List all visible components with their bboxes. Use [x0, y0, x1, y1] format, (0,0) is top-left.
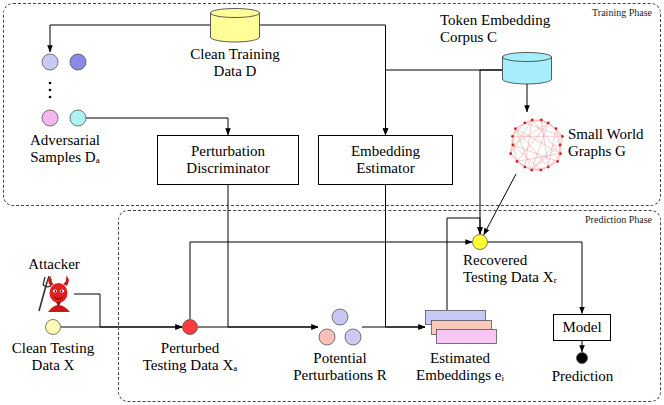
data-node: Potential Perturbations R — [290, 306, 390, 388]
graph-icon — [508, 112, 565, 178]
node-label: Recovered Testing Data Xᵣ — [463, 252, 567, 286]
node-label: Attacker — [14, 256, 94, 273]
connector — [527, 84, 528, 112]
connector — [386, 70, 503, 135]
data-node: Prediction — [545, 352, 620, 394]
node-label: Perturbation Discriminator — [178, 143, 278, 177]
node-label: Estimated Embeddings eᵢ — [410, 350, 510, 384]
data-node: Token Embedding Corpus C — [440, 12, 570, 86]
connector — [190, 242, 472, 319]
node-label: Perturbed Testing Data Xₐ — [139, 340, 241, 374]
connector — [260, 25, 386, 135]
data-node: Clean Training Data D — [180, 6, 290, 84]
connector — [582, 341, 583, 353]
connector — [484, 174, 516, 235]
data-node: Clean Testing Data X — [5, 318, 101, 388]
stack-icon — [425, 310, 497, 344]
process-box: Embedding Estimator — [318, 135, 453, 185]
phase-region: Training PhaseClean Training Data D Adver… — [3, 3, 661, 206]
circY2-icon — [472, 234, 488, 250]
connector — [74, 294, 182, 327]
cylY-icon — [210, 8, 260, 42]
circY-icon — [45, 319, 61, 335]
node-label: Potential Perturbations R — [290, 350, 390, 384]
phase-region: Prediction PhasePerturbed Testing Data X… — [118, 210, 661, 402]
process-box: Model — [553, 314, 611, 341]
data-node: Small World Graphs G — [506, 110, 658, 182]
connector — [61, 327, 182, 328]
dots-icon — [40, 52, 90, 128]
connector — [50, 25, 210, 52]
node-label: Clean Testing Data X — [5, 340, 101, 374]
process-box: Perturbation Discriminator — [157, 135, 299, 185]
node-label: Embedding Estimator — [336, 143, 436, 177]
three-icon — [318, 307, 362, 347]
data-node: Estimated Embeddings eᵢ — [410, 306, 510, 388]
node-label: Clean Training Data D — [180, 46, 290, 80]
region-label: Training Phase — [592, 7, 652, 19]
circR-icon — [182, 319, 198, 335]
node-label: Prediction — [545, 368, 620, 385]
region-label: Prediction Phase — [585, 214, 652, 226]
node-label: Small World Graphs G — [568, 126, 656, 160]
cylC-icon — [502, 52, 552, 84]
circK-icon — [576, 352, 588, 364]
connector — [386, 185, 426, 327]
node-label: Model — [562, 319, 601, 336]
data-node: Adversarial Samples Dₐ — [20, 52, 110, 174]
node-label: Adversarial Samples Dₐ — [20, 132, 110, 166]
connector — [228, 185, 318, 327]
data-node: Attacker — [14, 256, 94, 314]
devil-icon — [34, 276, 74, 312]
data-node: Perturbed Testing Data Xₐ — [139, 318, 241, 388]
connector — [86, 118, 228, 135]
node-label: Token Embedding Corpus C — [440, 12, 565, 46]
data-node: Recovered Testing Data Xᵣ — [455, 232, 575, 292]
